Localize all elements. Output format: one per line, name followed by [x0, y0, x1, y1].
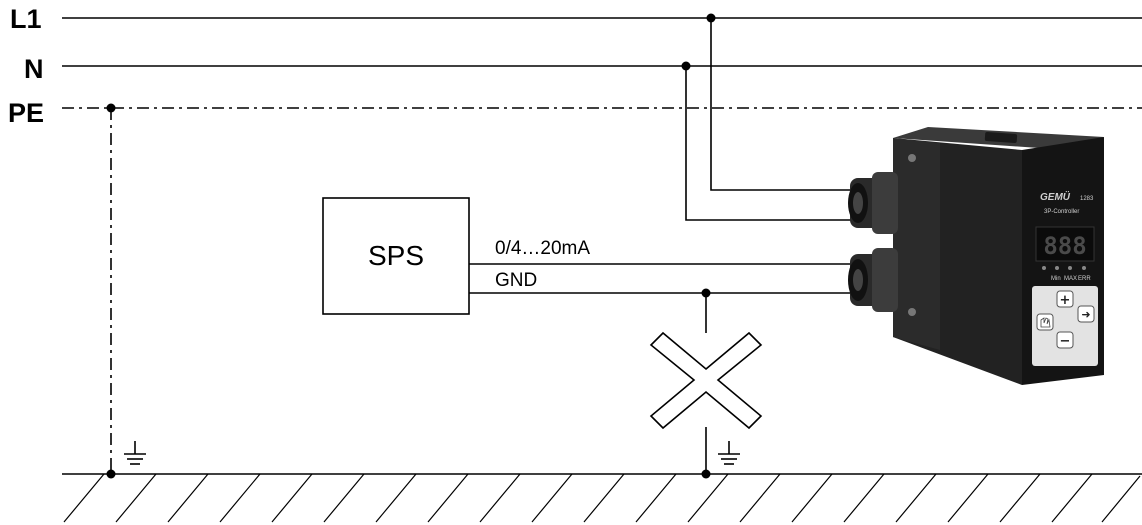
device-leds: [1042, 266, 1086, 270]
rail-label-n: N: [24, 54, 44, 84]
device-screw-bottom: [908, 308, 916, 316]
device-subtitle: 3P-Controller: [1044, 209, 1079, 215]
n-junction-dot: [681, 61, 691, 71]
device-brand: GEMÜ: [1040, 190, 1071, 203]
n-to-device-wire: [685, 66, 855, 221]
device-button-right: [1077, 305, 1095, 323]
device-button-plus-label: +: [1060, 293, 1071, 308]
device-display: [1035, 226, 1095, 262]
sps-box: [322, 197, 470, 315]
earth-symbol-right: [718, 441, 740, 465]
analog-signal-label: 0/4…20mA: [495, 238, 590, 259]
pe-junction-dot: [106, 103, 116, 113]
earth-hatching: [63, 473, 1141, 523]
cable-gland-bottom: [848, 248, 898, 312]
rail-label-pe: PE: [8, 98, 44, 128]
hand-icon: [1040, 317, 1051, 328]
device-model: 1283: [1080, 196, 1094, 202]
rail-label-l1: L1: [10, 4, 42, 34]
device-led-label-min: Min: [1051, 276, 1061, 282]
sps-label: SPS: [368, 240, 424, 271]
l1-junction-dot: [706, 13, 716, 23]
device-body-flange: [893, 138, 940, 350]
device-button-hand: [1036, 313, 1054, 331]
controller-device: GEMÜ 1283 3P-Controller 888 Min MAX ERR …: [848, 127, 1104, 385]
device-display-digits: 888: [1043, 232, 1086, 260]
device-button-minus: [1056, 331, 1074, 349]
cable-gland-top: [848, 172, 898, 234]
device-top-clip: [984, 132, 1018, 143]
gnd-label: GND: [495, 270, 537, 291]
device-led-label-max: MAX: [1064, 276, 1077, 282]
device-button-right-label: ➜: [1081, 308, 1090, 321]
l1-to-device-wire: [710, 18, 855, 191]
device-screw-top: [908, 154, 916, 162]
device-led-label-err: ERR: [1078, 276, 1091, 282]
forbidden-cross-icon: [649, 331, 763, 430]
device-button-minus-label: −: [1060, 334, 1071, 349]
earth-symbol-left: [124, 441, 146, 465]
device-button-plus: [1056, 290, 1074, 308]
